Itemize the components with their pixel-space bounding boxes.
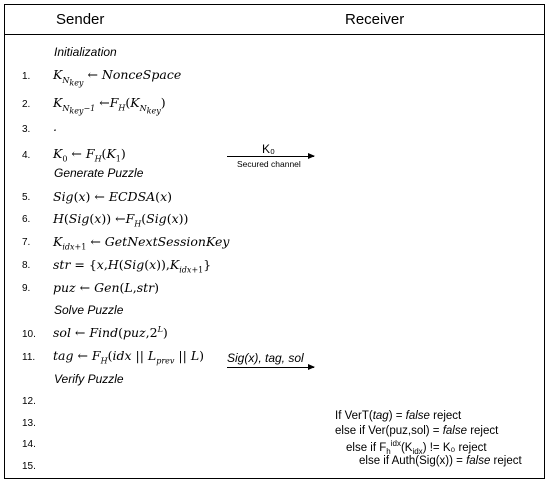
line-number-13: 13. (22, 418, 36, 429)
line-number-15: 15. (22, 461, 36, 472)
line-number-6: 6. (22, 214, 31, 225)
line-number-4: 4. (22, 150, 31, 161)
line-number-5: 5. (22, 192, 31, 203)
formula-line-8: str = {x,H(Sig(x)),Kidx+1} (53, 257, 212, 275)
sender-header: Sender (56, 11, 105, 28)
line-number-1: 1. (22, 71, 31, 82)
k0-arrow (227, 153, 315, 159)
formula-line-5: Sig(x) ← ECDSA(x) (53, 189, 173, 204)
formula-line-4: K0 ← FH(K1) (53, 146, 126, 164)
solution-arrow (227, 364, 315, 370)
receiver-check-vert: If VerT(tag) = false reject (335, 410, 462, 422)
formula-line-10: sol ← Find(puz,2L) (53, 325, 168, 341)
line-number-11: 11. (22, 352, 36, 363)
receiver-header: Receiver (345, 11, 405, 28)
receiver-check-auth: else if Auth(Sig(x)) = false reject (359, 455, 522, 467)
line-number-8: 8. (22, 260, 31, 271)
receiver-check-hash-chain: else if Fhidx(Kidx) != K₀ reject (346, 439, 487, 457)
section-initialization: Initialization (54, 45, 117, 59)
section-verify-puzzle: Verify Puzzle (54, 372, 124, 386)
section-solve-puzzle: Solve Puzzle (54, 303, 124, 317)
formula-line-1: KNkey ← NonceSpace (53, 67, 182, 88)
secured-channel-label: Secured channel (237, 159, 301, 169)
line-number-9: 9. (22, 283, 31, 294)
receiver-check-ver: else if Ver(puz,sol) = false reject (335, 425, 499, 437)
formula-line-2: KNkey−1 ←FH(KNkey) (53, 95, 166, 116)
line-number-10: 10. (22, 329, 36, 340)
sig-tag-sol-label: Sig(x), tag, sol (227, 351, 304, 365)
line-number-2: 2. (22, 99, 31, 110)
formula-line-7: Kidx+1 ← GetNextSessionKey (53, 234, 230, 252)
header-divider (5, 34, 544, 35)
k0-message-label: K₀ (262, 142, 275, 156)
formula-line-11: tag ← FH(idx || Lprev || L) (53, 348, 205, 366)
formula-line-3: . (53, 119, 57, 134)
formula-line-6: H(Sig(x)) ←FH(Sig(x)) (53, 211, 189, 229)
protocol-figure: Sender Receiver Initialization Generate … (4, 4, 545, 479)
line-number-14: 14. (22, 439, 36, 450)
line-number-12: 12. (22, 396, 36, 407)
line-number-3: 3. (22, 124, 31, 135)
section-generate-puzzle: Generate Puzzle (54, 166, 144, 180)
formula-line-9: puz ← Gen(L,str) (53, 280, 160, 295)
line-number-7: 7. (22, 237, 31, 248)
